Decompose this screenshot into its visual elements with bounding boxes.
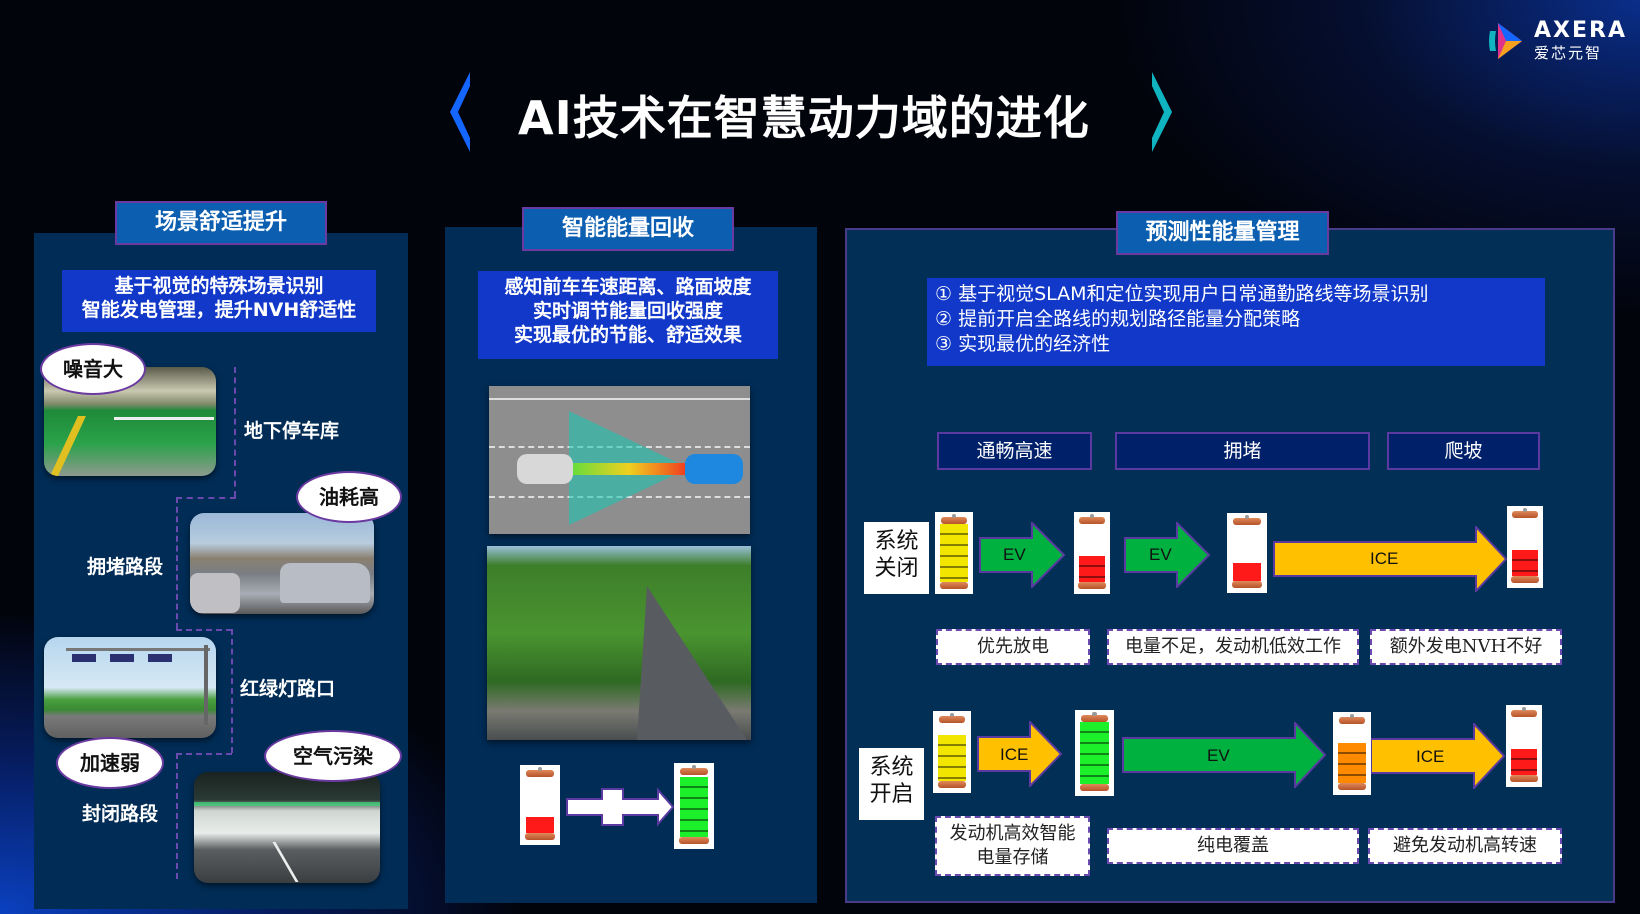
- description-line: 实现最优的节能、舒适效果: [513, 324, 742, 346]
- dashed-connector: [176, 497, 236, 499]
- battery-yellow-icon: [935, 512, 973, 594]
- ev-arrow-icon: [1124, 522, 1211, 588]
- arrow-label: EV: [1003, 545, 1026, 564]
- state-line: 系统: [874, 529, 919, 554]
- logo-text: AXERA: [1534, 18, 1627, 43]
- traffic-light-photo: [44, 637, 216, 738]
- battery-yellow-icon: [933, 711, 971, 793]
- phase-congestion: 拥堵: [1115, 432, 1370, 470]
- battery-red-icon: [1506, 705, 1542, 787]
- issue-bubble: 空气污染: [264, 730, 402, 782]
- traffic-jam-photo: [190, 513, 374, 614]
- issue-bubble: 噪音大: [40, 343, 146, 395]
- description-line: 基于视觉的特殊场景识别: [114, 275, 324, 297]
- description-line: 智能发电管理，提升NVH舒适性: [81, 299, 357, 321]
- description-line: 实时调节能量回收强度: [532, 300, 723, 322]
- state-label-on: 系统 开启: [859, 748, 924, 820]
- ice-arrow-icon: [1371, 723, 1506, 789]
- ev-arrow-icon: [979, 522, 1066, 588]
- phase-climb: 爬坡: [1387, 432, 1540, 470]
- charge-plus-arrow-icon: [566, 787, 675, 827]
- phase-highway: 通畅高速: [937, 432, 1092, 470]
- state-line: 关闭: [874, 556, 919, 581]
- dashed-connector: [176, 497, 178, 629]
- chevron-right-icon: [1152, 72, 1172, 152]
- note-box: 纯电覆盖: [1107, 828, 1359, 864]
- battery-red-icon: [1227, 513, 1267, 593]
- page-title: AI技术在智慧动力域的进化: [518, 91, 1090, 145]
- ice-arrow-icon: [977, 721, 1063, 787]
- note-box: 避免发动机高转速: [1368, 828, 1562, 864]
- ev-arrow-icon: [1122, 722, 1327, 788]
- predictive-energy-tag: 预测性能量管理: [1116, 211, 1329, 255]
- arrow-label: EV: [1149, 545, 1172, 564]
- note-line: 发动机高效智能: [949, 823, 1076, 844]
- scene-label: 封闭路段: [82, 803, 159, 825]
- description-line: 感知前车车速距离、路面坡度: [504, 276, 752, 298]
- axera-logo: AXERA 爱芯元智: [1488, 18, 1628, 62]
- issue-bubble: 加速弱: [56, 737, 164, 789]
- arrow-label: ICE: [1370, 549, 1399, 568]
- axera-logo-mark-icon: [1489, 23, 1522, 59]
- point-item: ② 提前开启全路线的规划路径能量分配策略: [935, 308, 1301, 330]
- chevron-left-icon: [450, 72, 470, 152]
- issue-bubble: 油耗高: [296, 471, 402, 523]
- page-title-block: AI技术在智慧动力域的进化: [450, 70, 1182, 152]
- dashed-connector: [234, 367, 236, 497]
- scene-label: 地下停车库: [244, 420, 340, 442]
- battery-full-green-icon: [674, 763, 714, 849]
- tunnel-photo: [194, 772, 380, 883]
- state-label-off: 系统 关闭: [864, 522, 929, 594]
- arrow-label: EV: [1207, 746, 1230, 765]
- dashed-connector: [231, 629, 233, 753]
- note-box: 优先放电: [936, 629, 1090, 665]
- state-line: 开启: [869, 782, 914, 807]
- energy-recovery-description: 感知前车车速距离、路面坡度 实时调节能量回收强度 实现最优的节能、舒适效果: [478, 271, 778, 359]
- scene-label: 红绿灯路口: [240, 678, 336, 700]
- battery-low-red-icon: [520, 765, 560, 845]
- note-line: 电量存储: [976, 847, 1049, 868]
- dashed-connector: [176, 629, 232, 631]
- energy-recovery-tag: 智能能量回收: [522, 207, 734, 251]
- note-box: 发动机高效智能 电量存储: [935, 816, 1090, 876]
- note-box: 电量不足，发动机低效工作: [1107, 629, 1359, 665]
- battery-full-green-icon: [1075, 710, 1114, 796]
- battery-red-icon: [1507, 506, 1543, 588]
- battery-orange-icon: [1333, 712, 1371, 795]
- ice-arrow-icon: [1273, 526, 1508, 592]
- arrow-label: ICE: [1416, 747, 1445, 766]
- point-item: ③ 实现最优的经济性: [935, 333, 1111, 355]
- arrow-label: ICE: [1000, 745, 1029, 764]
- state-line: 系统: [869, 755, 914, 780]
- point-item: ① 基于视觉SLAM和定位实现用户日常通勤路线等场景识别: [935, 283, 1429, 305]
- battery-red-icon: [1074, 512, 1110, 594]
- scene-label: 拥堵路段: [87, 556, 164, 578]
- note-box: 额外发电NVH不好: [1370, 629, 1562, 665]
- downhill-road-photo: [487, 546, 751, 740]
- scene-comfort-description: 基于视觉的特殊场景识别 智能发电管理，提升NVH舒适性: [62, 270, 376, 332]
- dashed-connector: [176, 753, 178, 879]
- dashed-connector: [176, 753, 232, 755]
- logo-subtitle: 爱芯元智: [1534, 44, 1603, 62]
- predictive-points: ① 基于视觉SLAM和定位实现用户日常通勤路线等场景识别 ② 提前开启全路线的规…: [927, 278, 1545, 366]
- scene-comfort-tag: 场景舒适提升: [115, 201, 327, 245]
- radar-following-car-photo: [489, 386, 750, 534]
